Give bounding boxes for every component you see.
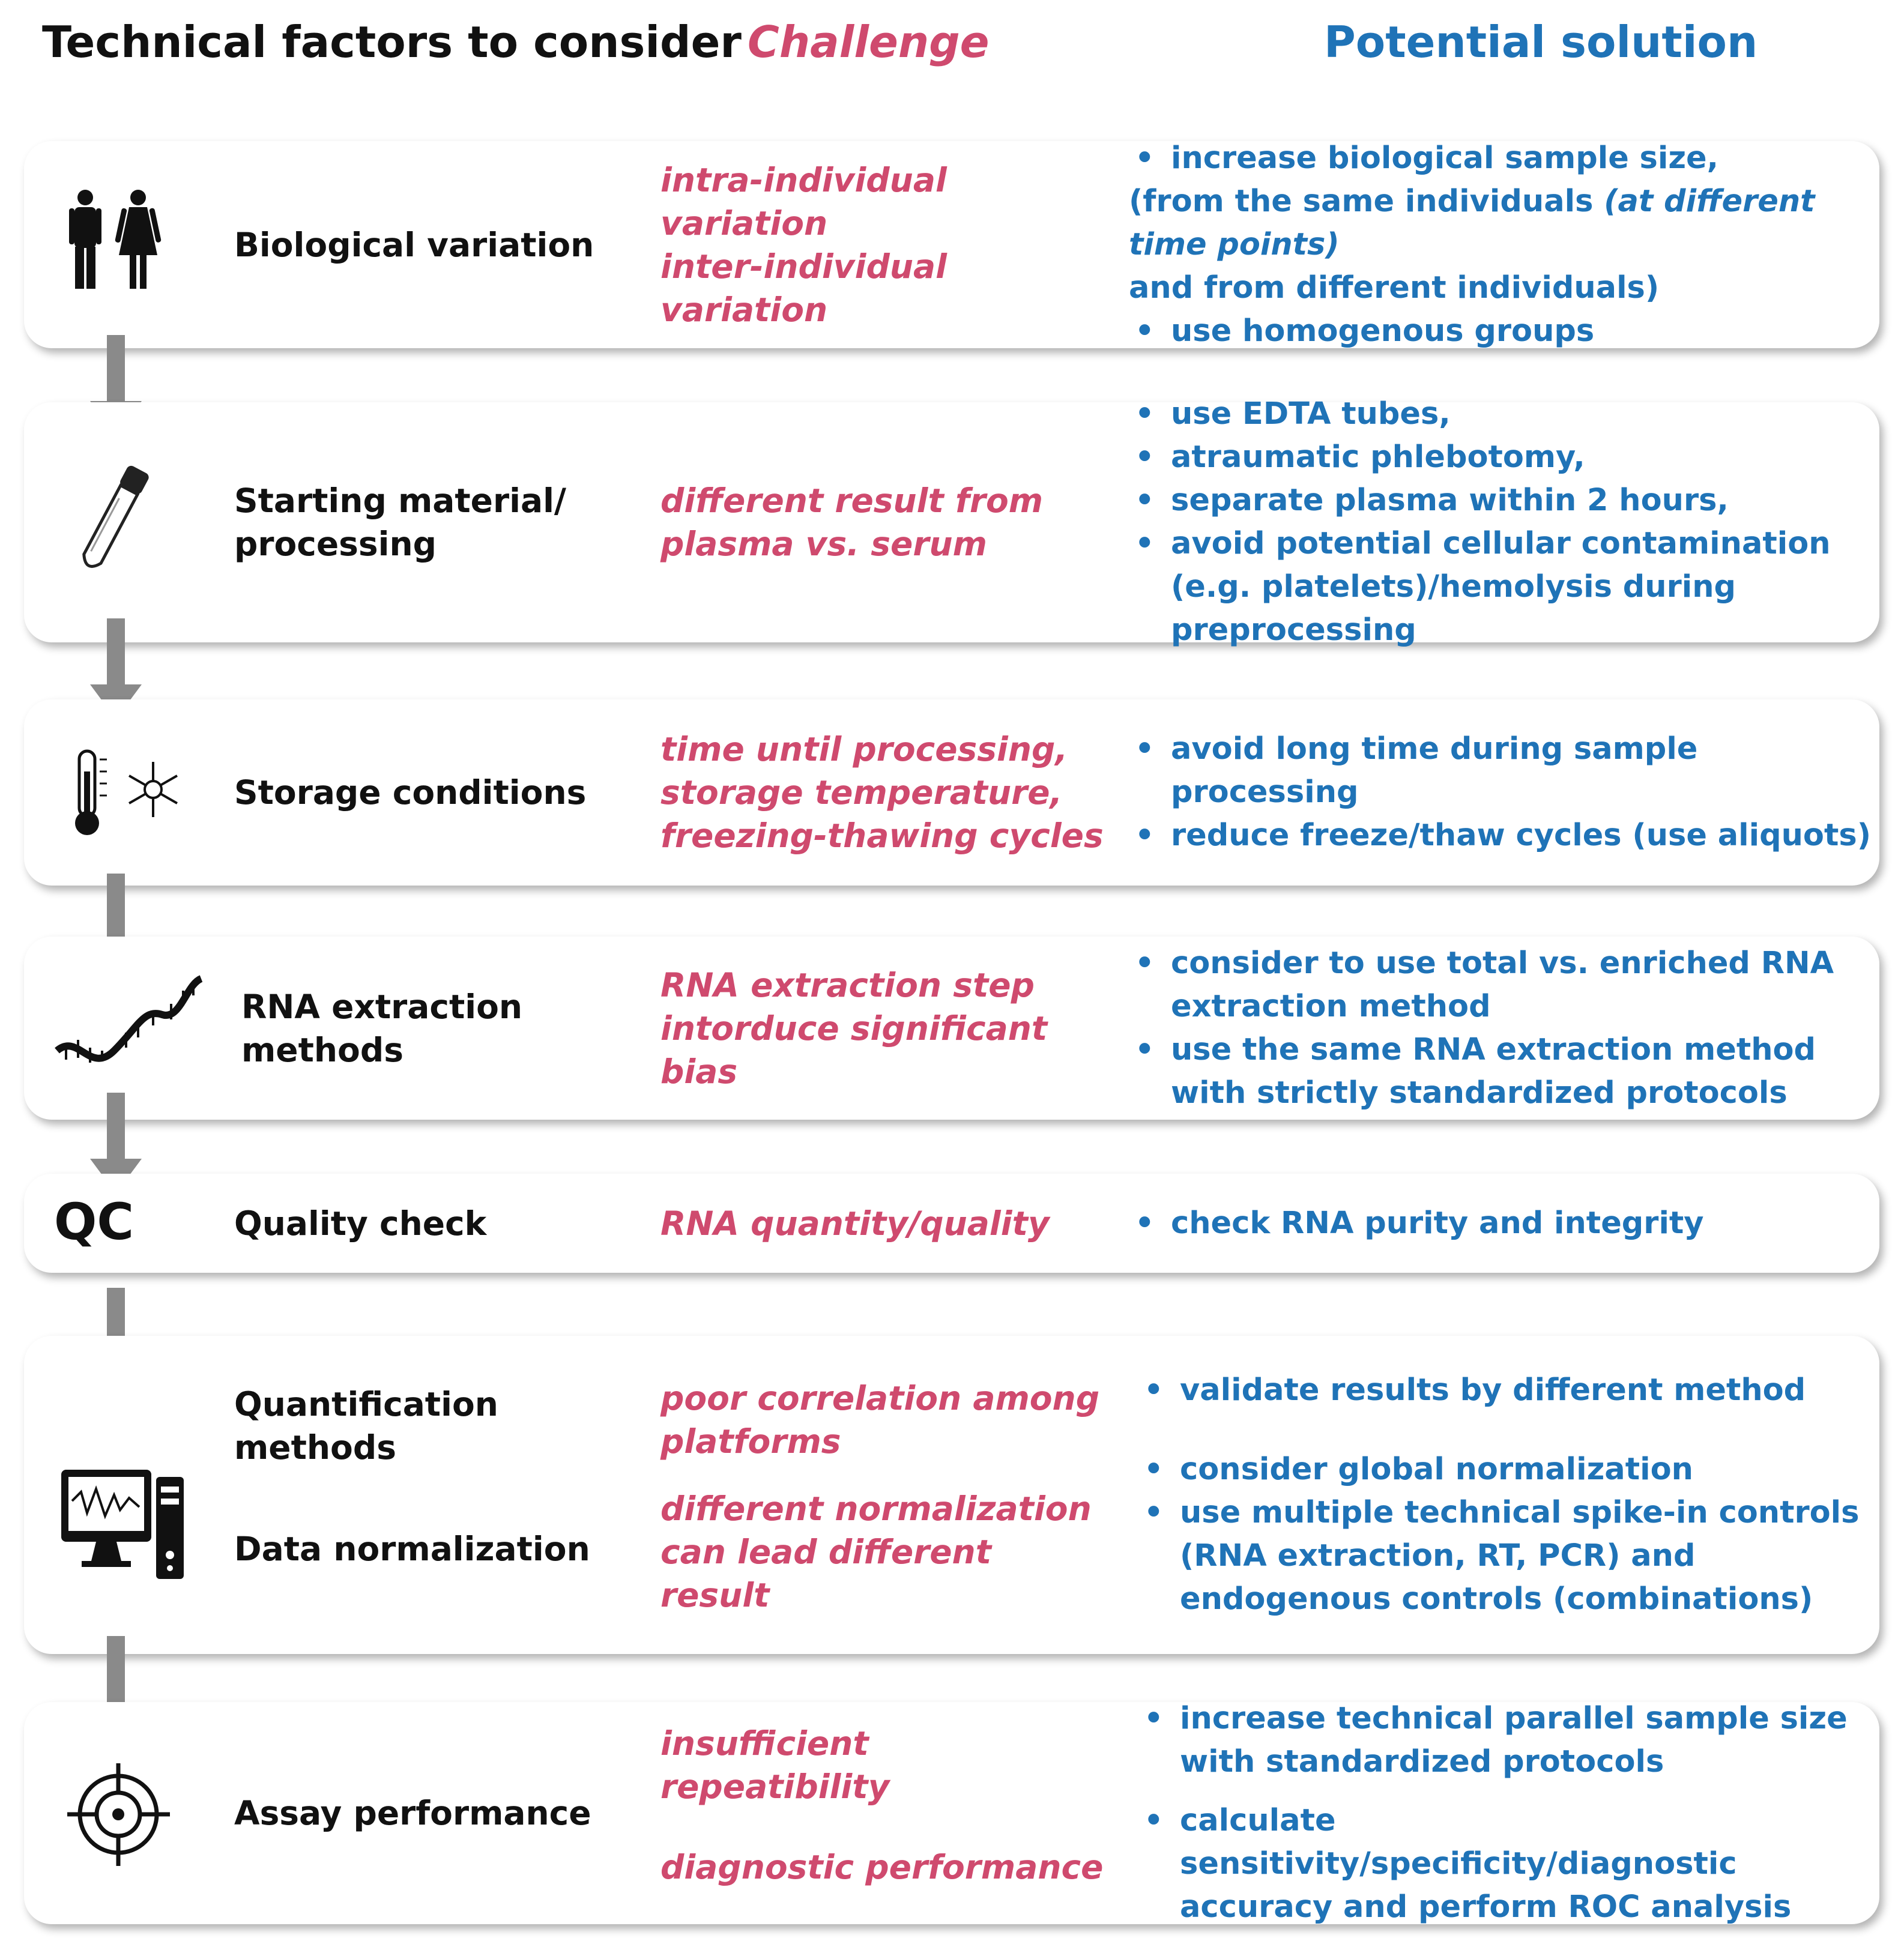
factor-label: Biological variation bbox=[234, 141, 618, 348]
factor-label: RNA extraction methods bbox=[241, 937, 626, 1120]
solution-item: consider to use total vs. enriched RNA e… bbox=[1129, 942, 1879, 1028]
solution-list: validate results by different method con… bbox=[1138, 1336, 1888, 1654]
factor-line: Storage conditions bbox=[234, 773, 587, 812]
solution-item: increase technical parallel sample size … bbox=[1138, 1697, 1888, 1784]
challenge-text: different normalization can lead differe… bbox=[660, 1490, 1105, 1614]
factor-label: Data normalization bbox=[234, 1516, 618, 1582]
challenge-line: intorduce significant bias bbox=[660, 1009, 1048, 1091]
factor-line: methods bbox=[241, 1030, 403, 1069]
challenge-line: RNA quantity/quality bbox=[660, 1204, 1050, 1243]
factor-label: Starting material/ processing bbox=[234, 402, 618, 642]
solution-item: separate plasma within 2 hours, bbox=[1129, 479, 1879, 522]
solution-item: validate results by different method bbox=[1138, 1369, 1888, 1412]
rna-strand-icon bbox=[55, 975, 204, 1063]
challenge-line: different normalization bbox=[660, 1490, 1092, 1528]
solution-item: use EDTA tubes, bbox=[1129, 393, 1879, 436]
solution-item: increase biological sample size, bbox=[1129, 137, 1879, 180]
solution-item: use the same RNA extraction method with … bbox=[1129, 1028, 1879, 1115]
row-assay-performance: Assay performance insufficient repeatibi… bbox=[24, 1697, 1879, 1925]
solution-list: consider to use total vs. enriched RNA e… bbox=[1129, 937, 1879, 1120]
challenge-text: diagnostic performance bbox=[660, 1837, 1105, 1897]
solution-item: avoid potential cellular contamination (… bbox=[1129, 522, 1879, 652]
challenge-line: inter-individual variation bbox=[660, 247, 947, 329]
factor-line: Quantification bbox=[234, 1385, 498, 1423]
solution-item: reduce freeze/thaw cycles (use aliquots) bbox=[1129, 814, 1879, 857]
row-rna-extraction: RNA extraction methods RNA extraction st… bbox=[24, 937, 1879, 1120]
solution-list: increase technical parallel sample size … bbox=[1138, 1697, 1888, 1925]
challenge-text: intra-individual variation inter-individ… bbox=[660, 141, 1105, 348]
factor-line: Assay performance bbox=[234, 1794, 591, 1832]
solution-continuation: (from the same individuals (at different… bbox=[1129, 183, 1815, 262]
solution-list: avoid long time during sample processing… bbox=[1129, 699, 1879, 886]
factor-line: Starting material/ bbox=[234, 481, 567, 520]
solution-list: check RNA purity and integrity bbox=[1129, 1174, 1879, 1273]
computer-icon bbox=[61, 1470, 184, 1579]
challenge-text: RNA quantity/quality bbox=[660, 1174, 1105, 1273]
challenge-line: can lead different result bbox=[660, 1533, 991, 1614]
challenge-line: intra-individual variation bbox=[660, 160, 947, 243]
solution-item: use homogenous groups bbox=[1129, 310, 1879, 353]
factor-label: Quantification methods bbox=[234, 1372, 618, 1480]
row-quality-check: QC Quality check RNA quantity/quality ch… bbox=[24, 1174, 1879, 1273]
challenge-line: different result from bbox=[660, 481, 1044, 520]
row-quantification-normalization: Quantification methods Data normalizatio… bbox=[24, 1336, 1879, 1654]
solution-item: avoid long time during sample processing bbox=[1129, 728, 1879, 814]
challenge-line: plasma vs. serum bbox=[660, 525, 987, 563]
factor-line: Biological variation bbox=[234, 225, 594, 264]
challenge-line: storage temperature, bbox=[660, 773, 1063, 812]
challenge-text: different result from plasma vs. serum bbox=[660, 402, 1105, 642]
solution-list: increase biological sample size, (from t… bbox=[1129, 137, 1879, 353]
challenge-line: time until processing, bbox=[660, 730, 1068, 768]
header-challenge: Challenge bbox=[748, 17, 990, 67]
flow-arrow-down bbox=[90, 618, 142, 719]
header-potential-solution: Potential solution bbox=[1324, 17, 1758, 67]
solution-continuation: and from different individuals) bbox=[1129, 270, 1660, 306]
row-storage-conditions: Storage conditions time until processing… bbox=[24, 699, 1879, 886]
people-icon bbox=[69, 190, 162, 289]
challenge-text: poor correlation among platforms bbox=[660, 1366, 1105, 1474]
solution-item: use multiple technical spike-in controls… bbox=[1138, 1491, 1888, 1621]
challenge-line: poor correlation among bbox=[660, 1379, 1100, 1417]
solution-item: atraumatic phlebotomy, bbox=[1129, 436, 1879, 479]
factor-line: Quality check bbox=[234, 1204, 487, 1243]
thermometer-snowflake-icon bbox=[75, 749, 178, 835]
factor-line: methods bbox=[234, 1428, 396, 1467]
challenge-text: RNA extraction step intorduce significan… bbox=[660, 937, 1105, 1120]
challenge-line: platforms bbox=[660, 1422, 841, 1461]
challenge-text: time until processing, storage temperatu… bbox=[660, 699, 1105, 886]
target-icon bbox=[67, 1763, 170, 1866]
row-starting-material: Starting material/ processing different … bbox=[24, 393, 1879, 648]
challenge-line: insufficient repeatibility bbox=[660, 1724, 890, 1806]
factor-line: processing bbox=[234, 525, 437, 563]
challenge-line: diagnostic performance bbox=[660, 1848, 1104, 1886]
challenge-text: insufficient repeatibility bbox=[660, 1724, 1105, 1806]
factor-line: RNA extraction bbox=[241, 987, 523, 1026]
flow-arrow-down bbox=[90, 1093, 142, 1194]
solution-list: use EDTA tubes, atraumatic phlebotomy, s… bbox=[1129, 393, 1879, 648]
row-biological-variation: Biological variation intra-individual va… bbox=[24, 137, 1879, 353]
challenge-line: RNA extraction step bbox=[660, 965, 1035, 1004]
factor-label: Storage conditions bbox=[234, 699, 618, 886]
factor-label: Quality check bbox=[234, 1174, 618, 1273]
factor-label: Assay performance bbox=[234, 1702, 618, 1924]
header-technical-factors: Technical factors to consider bbox=[42, 17, 742, 67]
qc-icon: QC bbox=[54, 1192, 134, 1251]
solution-item: consider global normalization bbox=[1138, 1448, 1888, 1491]
factor-line: Data normalization bbox=[234, 1530, 590, 1568]
solution-item: calculate sensitivity/specificity/diagno… bbox=[1138, 1799, 1888, 1929]
solution-item: check RNA purity and integrity bbox=[1129, 1202, 1879, 1245]
test-tube-icon bbox=[82, 465, 149, 568]
challenge-line: freezing-thawing cycles bbox=[660, 817, 1104, 855]
